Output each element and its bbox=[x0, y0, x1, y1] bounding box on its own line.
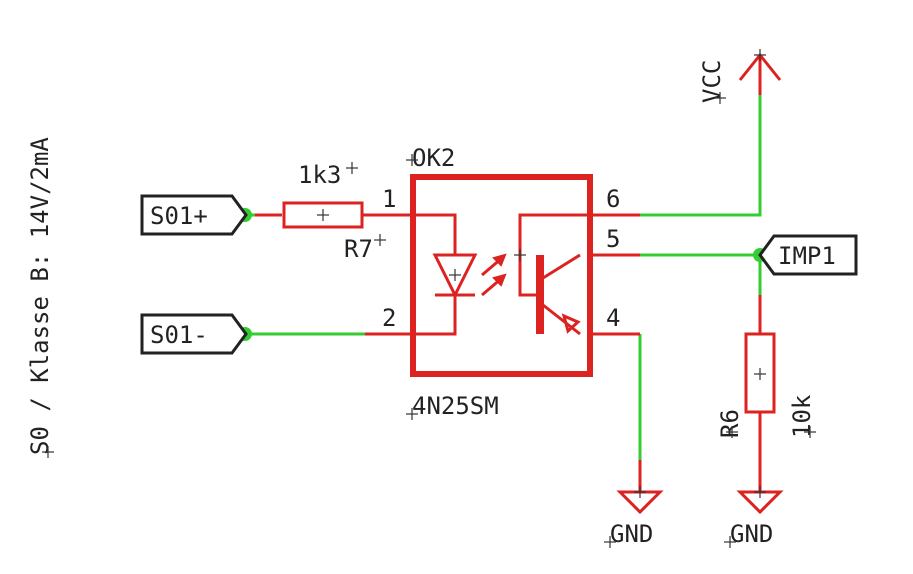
port-s01-minus: S01- bbox=[140, 313, 248, 355]
r7-name: R7 bbox=[344, 235, 373, 263]
vcc-symbol bbox=[738, 49, 782, 95]
origin-cross-gnd-left bbox=[604, 536, 616, 548]
gnd-left-label: GND bbox=[610, 520, 653, 548]
light-arrows bbox=[481, 253, 507, 297]
origin-cross-r7-name bbox=[374, 234, 386, 246]
gnd-right-label: GND bbox=[730, 520, 773, 548]
resistor-r6 bbox=[744, 295, 776, 460]
emitter-arrow bbox=[561, 313, 581, 334]
port-s01-plus-label: S01+ bbox=[150, 202, 208, 230]
wire-pin6-vcc bbox=[640, 95, 762, 217]
ok2-name: OK2 bbox=[412, 144, 455, 172]
port-s01-minus-label: S01- bbox=[150, 321, 208, 349]
pin-label-1: 1 bbox=[382, 185, 396, 213]
r6-name: R6 bbox=[716, 409, 744, 438]
emitter-line bbox=[542, 303, 581, 336]
origin-cross-side-note bbox=[42, 446, 54, 458]
led-triangle bbox=[432, 253, 478, 299]
r6-value: 10k bbox=[788, 394, 816, 438]
port-s01-plus: S01+ bbox=[140, 194, 248, 236]
pin-label-5: 5 bbox=[606, 225, 620, 253]
vcc-label: VCC bbox=[698, 60, 726, 103]
origin-cross-vcc bbox=[714, 92, 726, 104]
port-imp1: IMP1 bbox=[758, 234, 858, 276]
pin-label-2: 2 bbox=[382, 304, 396, 332]
r7-value: 1k3 bbox=[298, 161, 341, 189]
origin-cross-r6-name bbox=[726, 426, 738, 438]
gnd-symbol-left bbox=[616, 460, 664, 515]
pin-label-4: 4 bbox=[606, 304, 620, 332]
pin-label-6: 6 bbox=[606, 185, 620, 213]
collector-line bbox=[542, 253, 581, 280]
origin-cross-gnd-right bbox=[724, 536, 736, 548]
side-note: S0 / Klasse B: 14V/2mA bbox=[26, 137, 54, 455]
origin-cross-r7-value bbox=[346, 162, 358, 174]
gnd-symbol-right bbox=[736, 460, 784, 515]
ok2-part: 4N25SM bbox=[412, 392, 499, 420]
origin-cross-ok2 bbox=[406, 154, 418, 166]
origin-cross-r6-value bbox=[804, 426, 816, 438]
optocoupler-ok2 bbox=[365, 174, 640, 377]
origin-cross-ok2-part bbox=[406, 408, 418, 420]
port-imp1-label: IMP1 bbox=[778, 242, 836, 270]
